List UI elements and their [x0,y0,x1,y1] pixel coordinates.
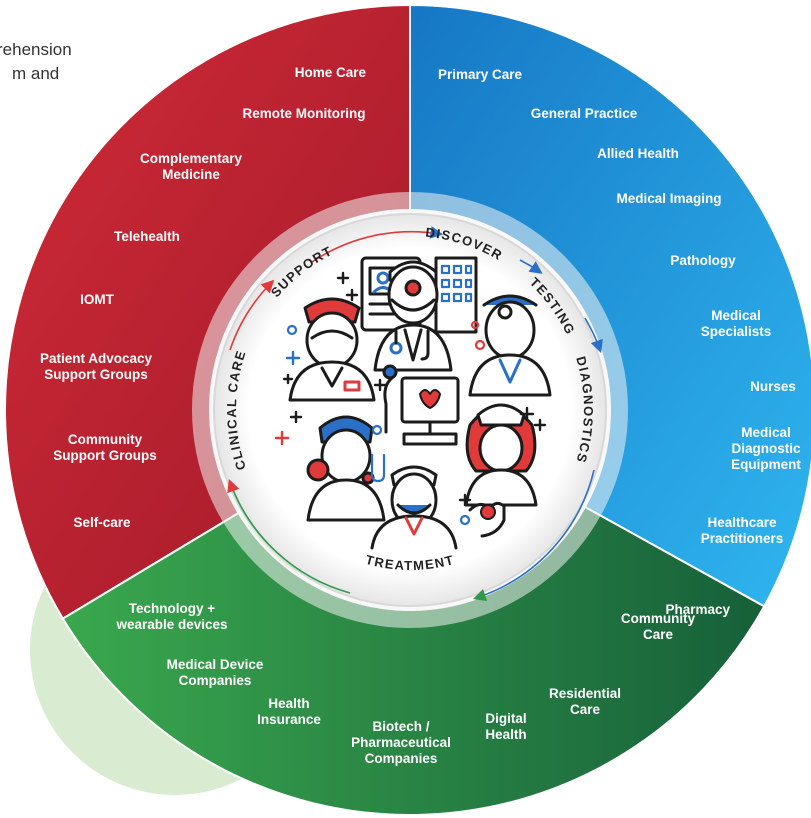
intro-text: rehension m and [0,38,120,86]
discovery-segment-label: Nurses [750,379,796,394]
scientist-icon [370,465,458,550]
care-segment-label: IOMT [80,292,114,307]
discovery-segment-label: Primary Care [438,67,523,82]
arrow-treatment-clinical-care [227,478,351,594]
x-ray-scan-icon [419,389,441,409]
arrow-clinical-care-support [229,279,275,351]
discovery-segment-label: General Practice [531,106,638,121]
hospital-building-icon [434,256,478,334]
arrow-discover-testing [519,259,543,274]
intro-line-2: m and [12,64,60,83]
discovery-segment-label: Allied Health [597,146,679,161]
outer-ring [4,3,811,816]
treatment-segment-label: Pharmacy [665,602,730,617]
hand-with-pill-icon [468,501,506,538]
test-tube-icon [370,453,386,483]
care-segment-label: Self-care [73,515,131,530]
surgeon-with-mask-icon [306,415,386,522]
cycle-label-treatment: TREATMENT [364,552,456,573]
doctor-with-head-mirror-icon [468,294,552,397]
medical-staff-illustration [274,256,552,550]
care-segment-label: Remote Monitoring [243,106,366,121]
nurse-icon [288,297,376,402]
arrow-support-discover [311,226,444,263]
surgeon-icon [373,260,453,372]
care-segment-label: Telehealth [114,229,180,244]
treatment-segment-label: Technology +wearable devices [115,601,227,632]
discovery-segment-label: Medical Imaging [616,191,721,206]
care-segment-label: Home Care [295,65,367,80]
plus-signs [274,271,547,507]
arrow-testing-diagnostics [584,317,603,354]
female-nurse-icon [464,403,538,507]
cycle-arrows [227,226,603,602]
medical-monitor-icon [382,364,460,446]
arrow-diagnostics-treatment [472,469,595,602]
intro-line-1: rehension [0,40,72,59]
discovery-segment-label: Pathology [670,253,736,268]
molecule-icon [286,320,486,526]
